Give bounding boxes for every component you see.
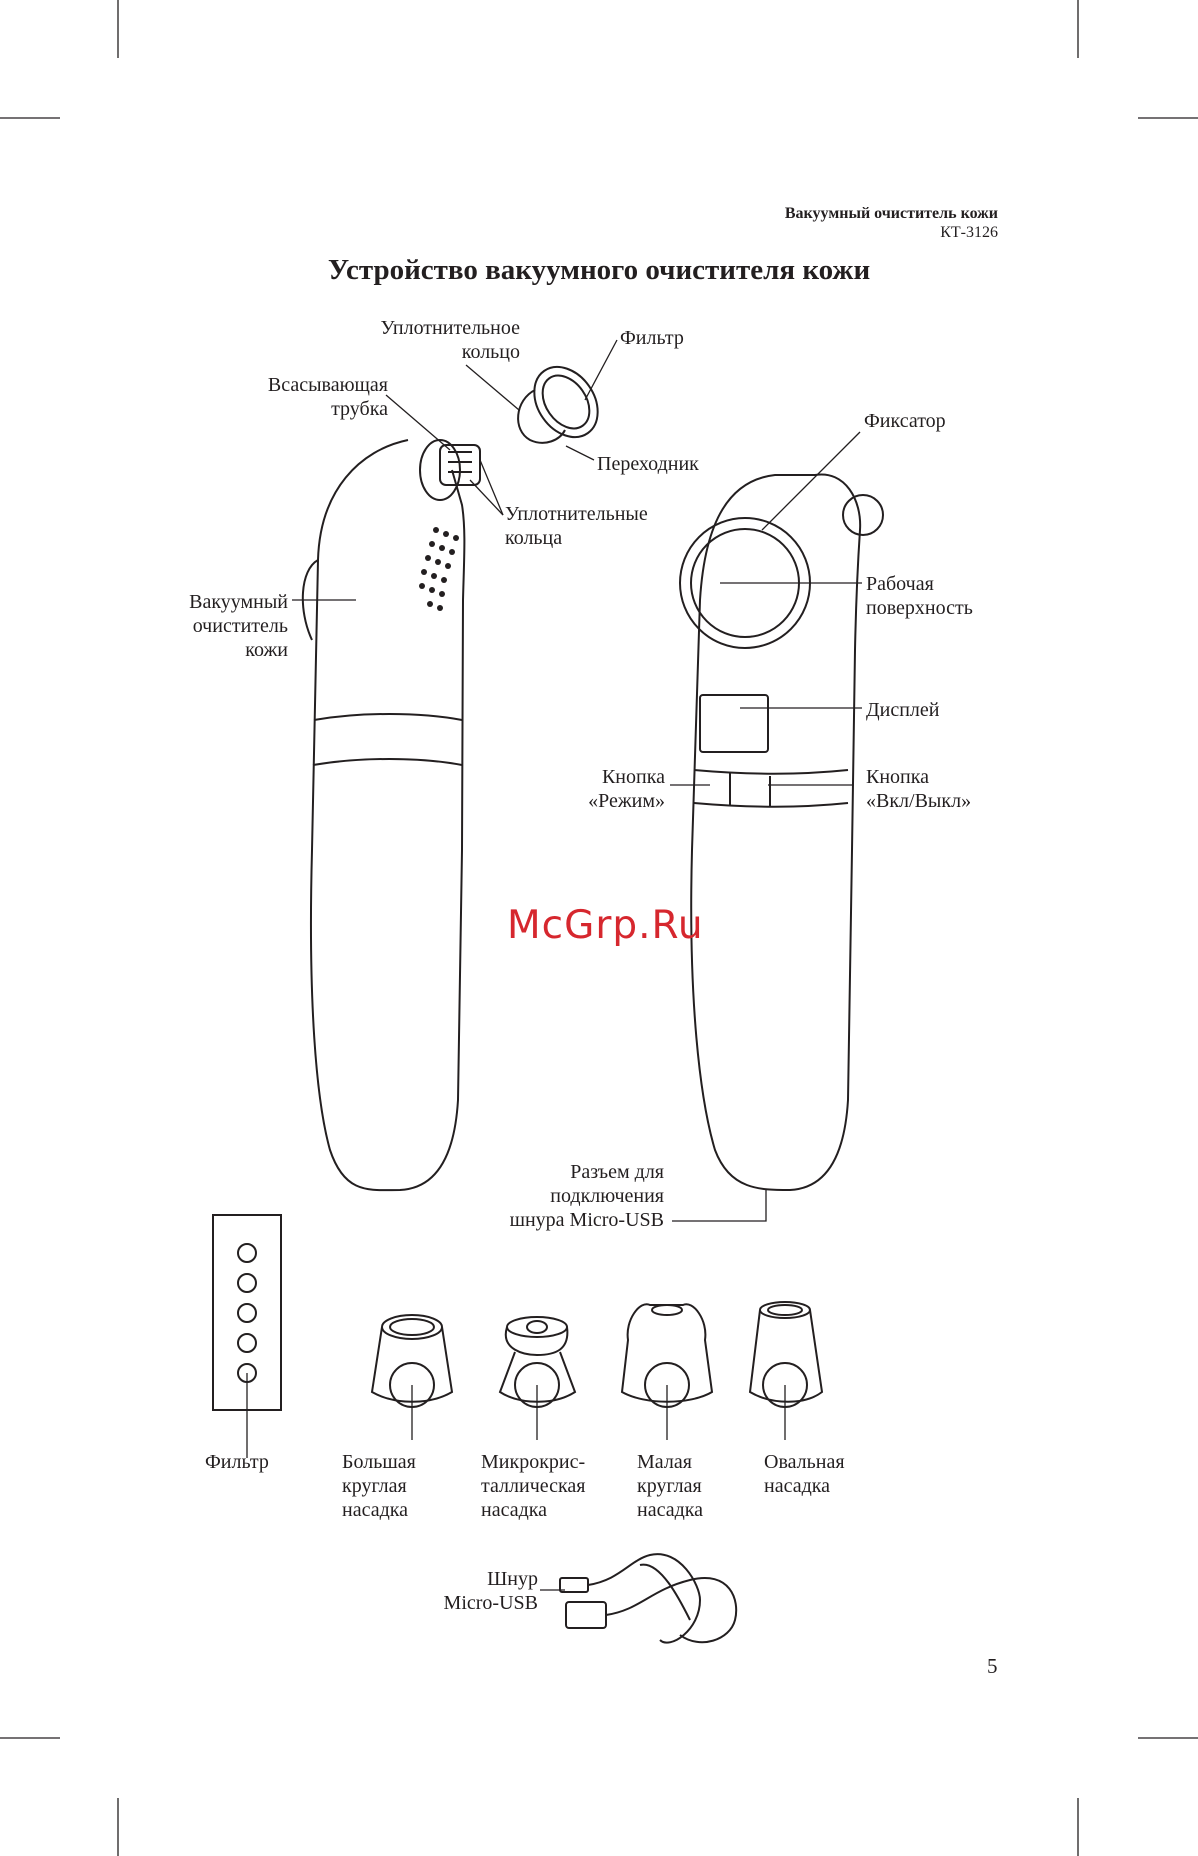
header-model-number: КТ-3126	[940, 224, 998, 241]
page-title: Устройство вакуумного очистителя кожи	[327, 254, 871, 286]
label-fixator: Фиксатор	[864, 410, 946, 432]
label-power-button: Кнопка«Вкл/Выкл»	[866, 766, 972, 812]
header-product-name: Вакуумный очиститель кожи	[784, 205, 998, 222]
label-adapter: Переходник	[597, 453, 699, 475]
leader-lines	[246, 339, 862, 1591]
usb-cable-shape	[559, 1553, 738, 1644]
watermark: McGrp.Ru	[507, 903, 704, 948]
filter-adapter-parts	[517, 365, 599, 444]
label-mode-button: Кнопка«Режим»	[588, 766, 665, 812]
device-front-view	[679, 473, 884, 1192]
label-filter-top: Фильтр	[620, 327, 684, 349]
label-filter-bottom: Фильтр	[205, 1451, 269, 1473]
page-number: 5	[987, 1654, 998, 1678]
nozzle-oval-shape	[748, 1301, 824, 1408]
device-side-view	[301, 439, 481, 1192]
vent-holes	[419, 527, 459, 611]
label-display: Дисплей	[866, 699, 940, 721]
